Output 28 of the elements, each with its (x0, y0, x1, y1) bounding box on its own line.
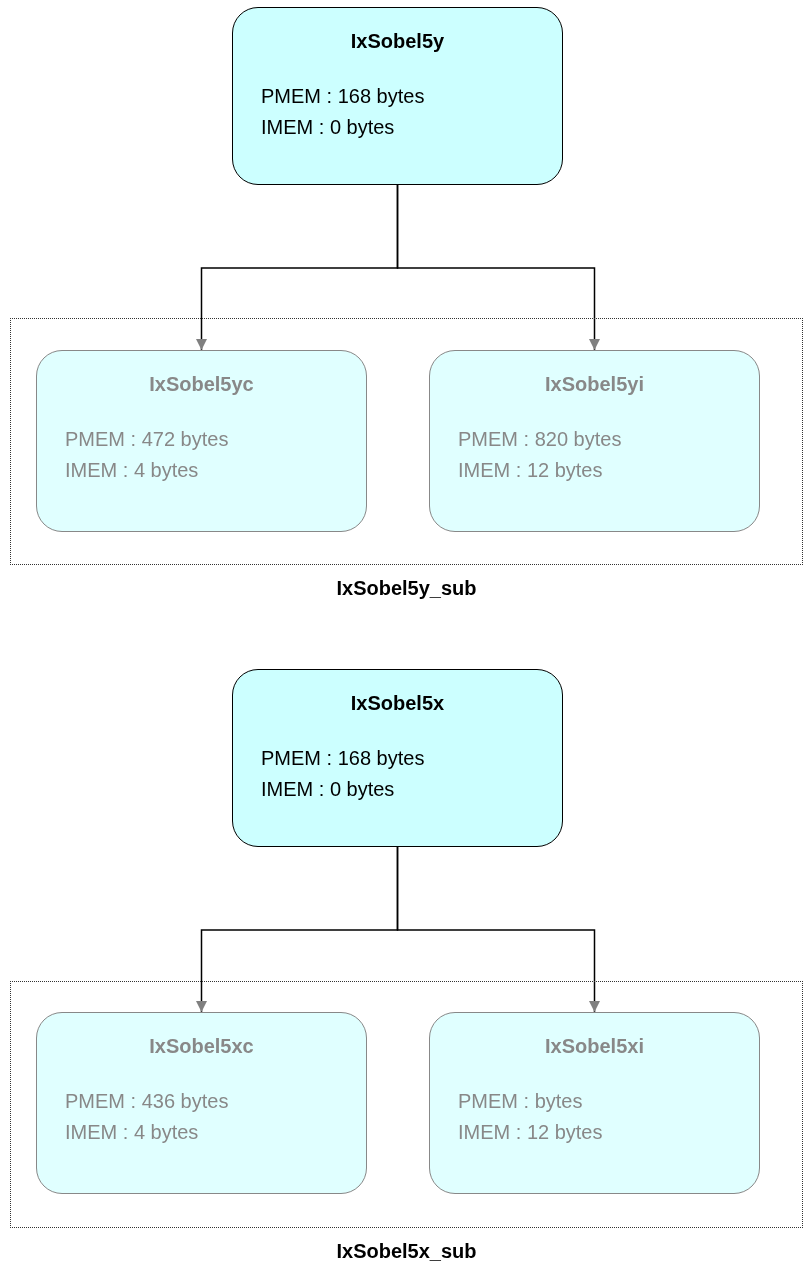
module-name: IxSobel5xi (545, 1035, 644, 1057)
memory-size: IMEM : 0 bytes (261, 778, 395, 800)
module-name: IxSobel5xc (149, 1035, 254, 1057)
memory-size: PMEM : bytes (458, 1090, 583, 1112)
connector-arrow (396, 846, 600, 1013)
module-box (232, 7, 563, 185)
memory-size: PMEM : 168 bytes (261, 85, 425, 107)
memory-size: IMEM : 4 bytes (65, 459, 199, 481)
memory-size: IMEM : 4 bytes (65, 1121, 199, 1143)
module-name: IxSobel5x (350, 692, 445, 714)
memory-size: IMEM : 12 bytes (458, 459, 603, 481)
group-label: IxSobel5y_sub (336, 577, 477, 600)
module-name: IxSobel5y (350, 30, 445, 52)
group-label: IxSobel5x_sub (336, 1240, 477, 1263)
module-box (36, 1012, 367, 1194)
connector-arrow (396, 184, 600, 351)
memory-size: PMEM : 436 bytes (65, 1090, 229, 1112)
memory-size: IMEM : 0 bytes (261, 116, 395, 138)
module-box (429, 350, 760, 532)
module-name: IxSobel5yi (545, 373, 644, 395)
memory-size: PMEM : 820 bytes (458, 428, 622, 450)
memory-size: IMEM : 12 bytes (458, 1121, 603, 1143)
memory-size: PMEM : 168 bytes (261, 747, 425, 769)
module-name: IxSobel5yc (149, 373, 254, 395)
module-box (232, 669, 563, 847)
module-box (429, 1012, 760, 1194)
module-box (36, 350, 367, 532)
memory-size: PMEM : 472 bytes (65, 428, 229, 450)
